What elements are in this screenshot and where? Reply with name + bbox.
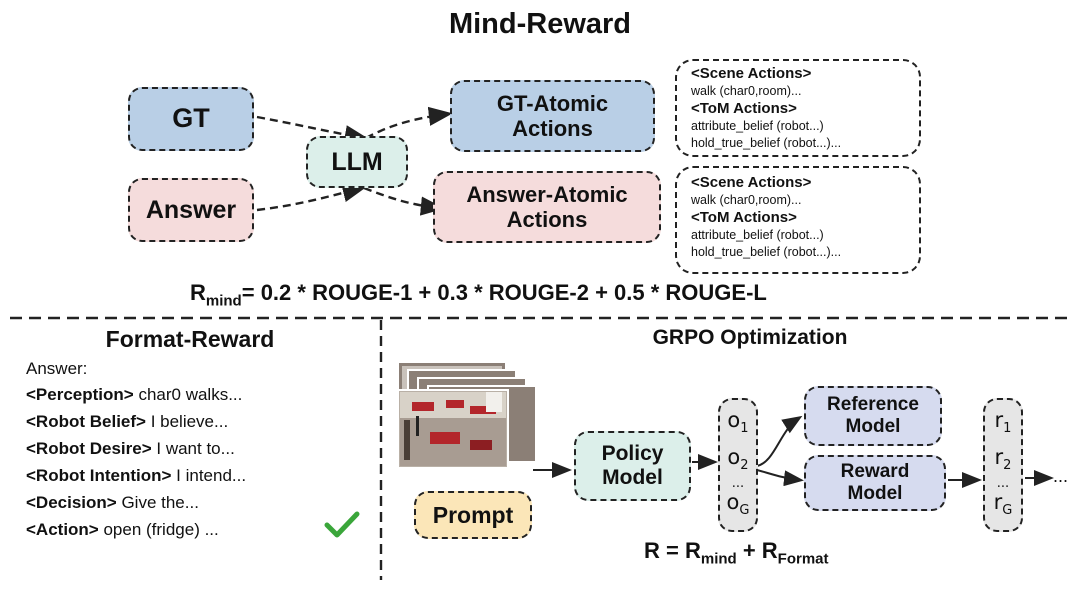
format-line-decision: <Decision> Give the...	[26, 489, 376, 516]
arrow-answer-to-llm	[256, 183, 367, 212]
total-formula-mind-sub: mind	[700, 550, 737, 568]
format-text: char0 walks...	[133, 385, 243, 404]
format-tag: <Robot Intention>	[26, 466, 172, 485]
scene-actions-header: <Scene Actions>	[691, 65, 812, 82]
total-formula-plus: + R	[736, 538, 778, 563]
tom-actions-header: <ToM Actions>	[691, 209, 797, 226]
format-text: I believe...	[145, 412, 229, 431]
outputs-box: o1 o2 ... oG	[718, 398, 758, 532]
format-text: I want to...	[151, 439, 235, 458]
formula-r: R	[190, 280, 206, 305]
reference-model-box: Reference Model	[804, 386, 942, 446]
llm-box: LLM	[306, 136, 408, 188]
gt-atomic-label-line2: Actions	[512, 116, 593, 141]
answer-atomic-label-line1: Answer-Atomic	[466, 181, 628, 207]
policy-label-line2: Model	[602, 466, 663, 489]
arrow-llm-to-gt-atomic	[365, 106, 453, 140]
tom-actions-header: <ToM Actions>	[691, 100, 797, 117]
check-icon	[324, 511, 360, 538]
format-line-robot-intention: <Robot Intention> I intend...	[26, 462, 376, 489]
arrow-gt-to-llm	[256, 115, 369, 145]
total-formula-r: R = R	[644, 538, 701, 563]
format-line-robot-desire: <Robot Desire> I want to...	[26, 435, 376, 462]
format-tag: <Decision>	[26, 493, 117, 512]
format-text: I intend...	[171, 466, 247, 485]
arrow-llm-to-answer-atomic	[363, 186, 445, 216]
mind-reward-formula: Rmind= 0.2 * ROUGE-1 + 0.3 * ROUGE-2 + 0…	[190, 280, 910, 309]
formula-rest: = 0.2 * ROUGE-1 + 0.3 * ROUGE-2 + 0.5 * …	[241, 280, 767, 305]
answer-actions-list: <Scene Actions> walk (char0,room)... <To…	[675, 166, 921, 274]
output-ellipsis: ...	[731, 476, 745, 492]
arrow-outputs-to-reference	[756, 415, 803, 467]
scene-action-item: walk (char0,room)...	[691, 84, 802, 98]
llm-label: LLM	[331, 147, 383, 176]
format-line-perception: <Perception> char0 walks...	[26, 381, 376, 408]
rewards-box: r1 r2 ... rG	[983, 398, 1023, 532]
answer-box: Answer	[128, 178, 254, 242]
answer-atomic-label-line2: Actions	[506, 207, 588, 232]
output-og: oG	[726, 490, 750, 519]
output-o1: o1	[727, 408, 749, 437]
reference-label-line1: Reference	[827, 394, 919, 416]
tom-action-item: attribute_belief (robot...)	[691, 119, 824, 133]
format-line-action: <Action> open (fridge) ...	[26, 516, 376, 543]
format-line-robot-belief: <Robot Belief> I believe...	[26, 408, 376, 435]
format-text: open (fridge) ...	[98, 520, 219, 539]
reference-label-line2: Model	[845, 416, 901, 437]
policy-model-box: Policy Model	[574, 431, 691, 501]
tom-action-item: hold_true_belief (robot...)...	[691, 245, 842, 259]
gt-label: GT	[172, 103, 210, 134]
gt-atomic-actions-box: GT-Atomic Actions	[450, 80, 655, 152]
grpo-title: GRPO Optimization	[652, 326, 848, 349]
format-text: Give the...	[116, 493, 199, 512]
gt-box: GT	[128, 87, 254, 151]
gt-actions-list: <Scene Actions> walk (char0,room)... <To…	[675, 59, 921, 157]
total-reward-formula: R = Rmind + RFormat	[644, 538, 964, 567]
scene-actions-header: <Scene Actions>	[691, 174, 812, 191]
answer-atomic-actions-box: Answer-Atomic Actions	[433, 171, 661, 243]
reward-label-line1: Reward	[840, 461, 910, 483]
format-tag: <Perception>	[26, 385, 134, 404]
reward-rg: rG	[993, 490, 1013, 519]
prompt-label: Prompt	[432, 501, 514, 528]
scene-images-stack	[397, 361, 537, 469]
format-reward-title: Format-Reward	[105, 326, 275, 352]
reward-model-box: Reward Model	[804, 455, 946, 511]
trailing-ellipsis: ...	[1053, 466, 1069, 486]
policy-label-line1: Policy	[601, 441, 664, 465]
arrow-outputs-to-reward	[756, 469, 804, 487]
answer-label: Answer:	[26, 359, 88, 378]
reward-label-line2: Model	[847, 483, 903, 504]
scene-action-item: walk (char0,room)...	[691, 193, 802, 207]
format-tag: <Robot Belief>	[26, 412, 146, 431]
answer-label: Answer	[145, 195, 237, 224]
tom-action-item: hold_true_belief (robot...)...	[691, 136, 842, 150]
reward-ellipsis: ...	[996, 476, 1010, 492]
output-o2: o2	[727, 445, 749, 474]
mind-reward-title: Mind-Reward	[448, 8, 632, 40]
gt-atomic-label-line1: GT-Atomic	[496, 90, 609, 116]
reward-r2: r2	[994, 445, 1012, 474]
format-tag: <Action>	[26, 520, 99, 539]
format-tag: <Robot Desire>	[26, 439, 152, 458]
tom-action-item: attribute_belief (robot...)	[691, 228, 824, 242]
format-reward-body: Answer: <Perception> char0 walks... <Rob…	[26, 357, 376, 543]
total-formula-format-sub: Format	[777, 550, 829, 568]
formula-sub-mind: mind	[205, 292, 242, 310]
prompt-box: Prompt	[414, 491, 532, 539]
reward-r1: r1	[994, 408, 1012, 437]
